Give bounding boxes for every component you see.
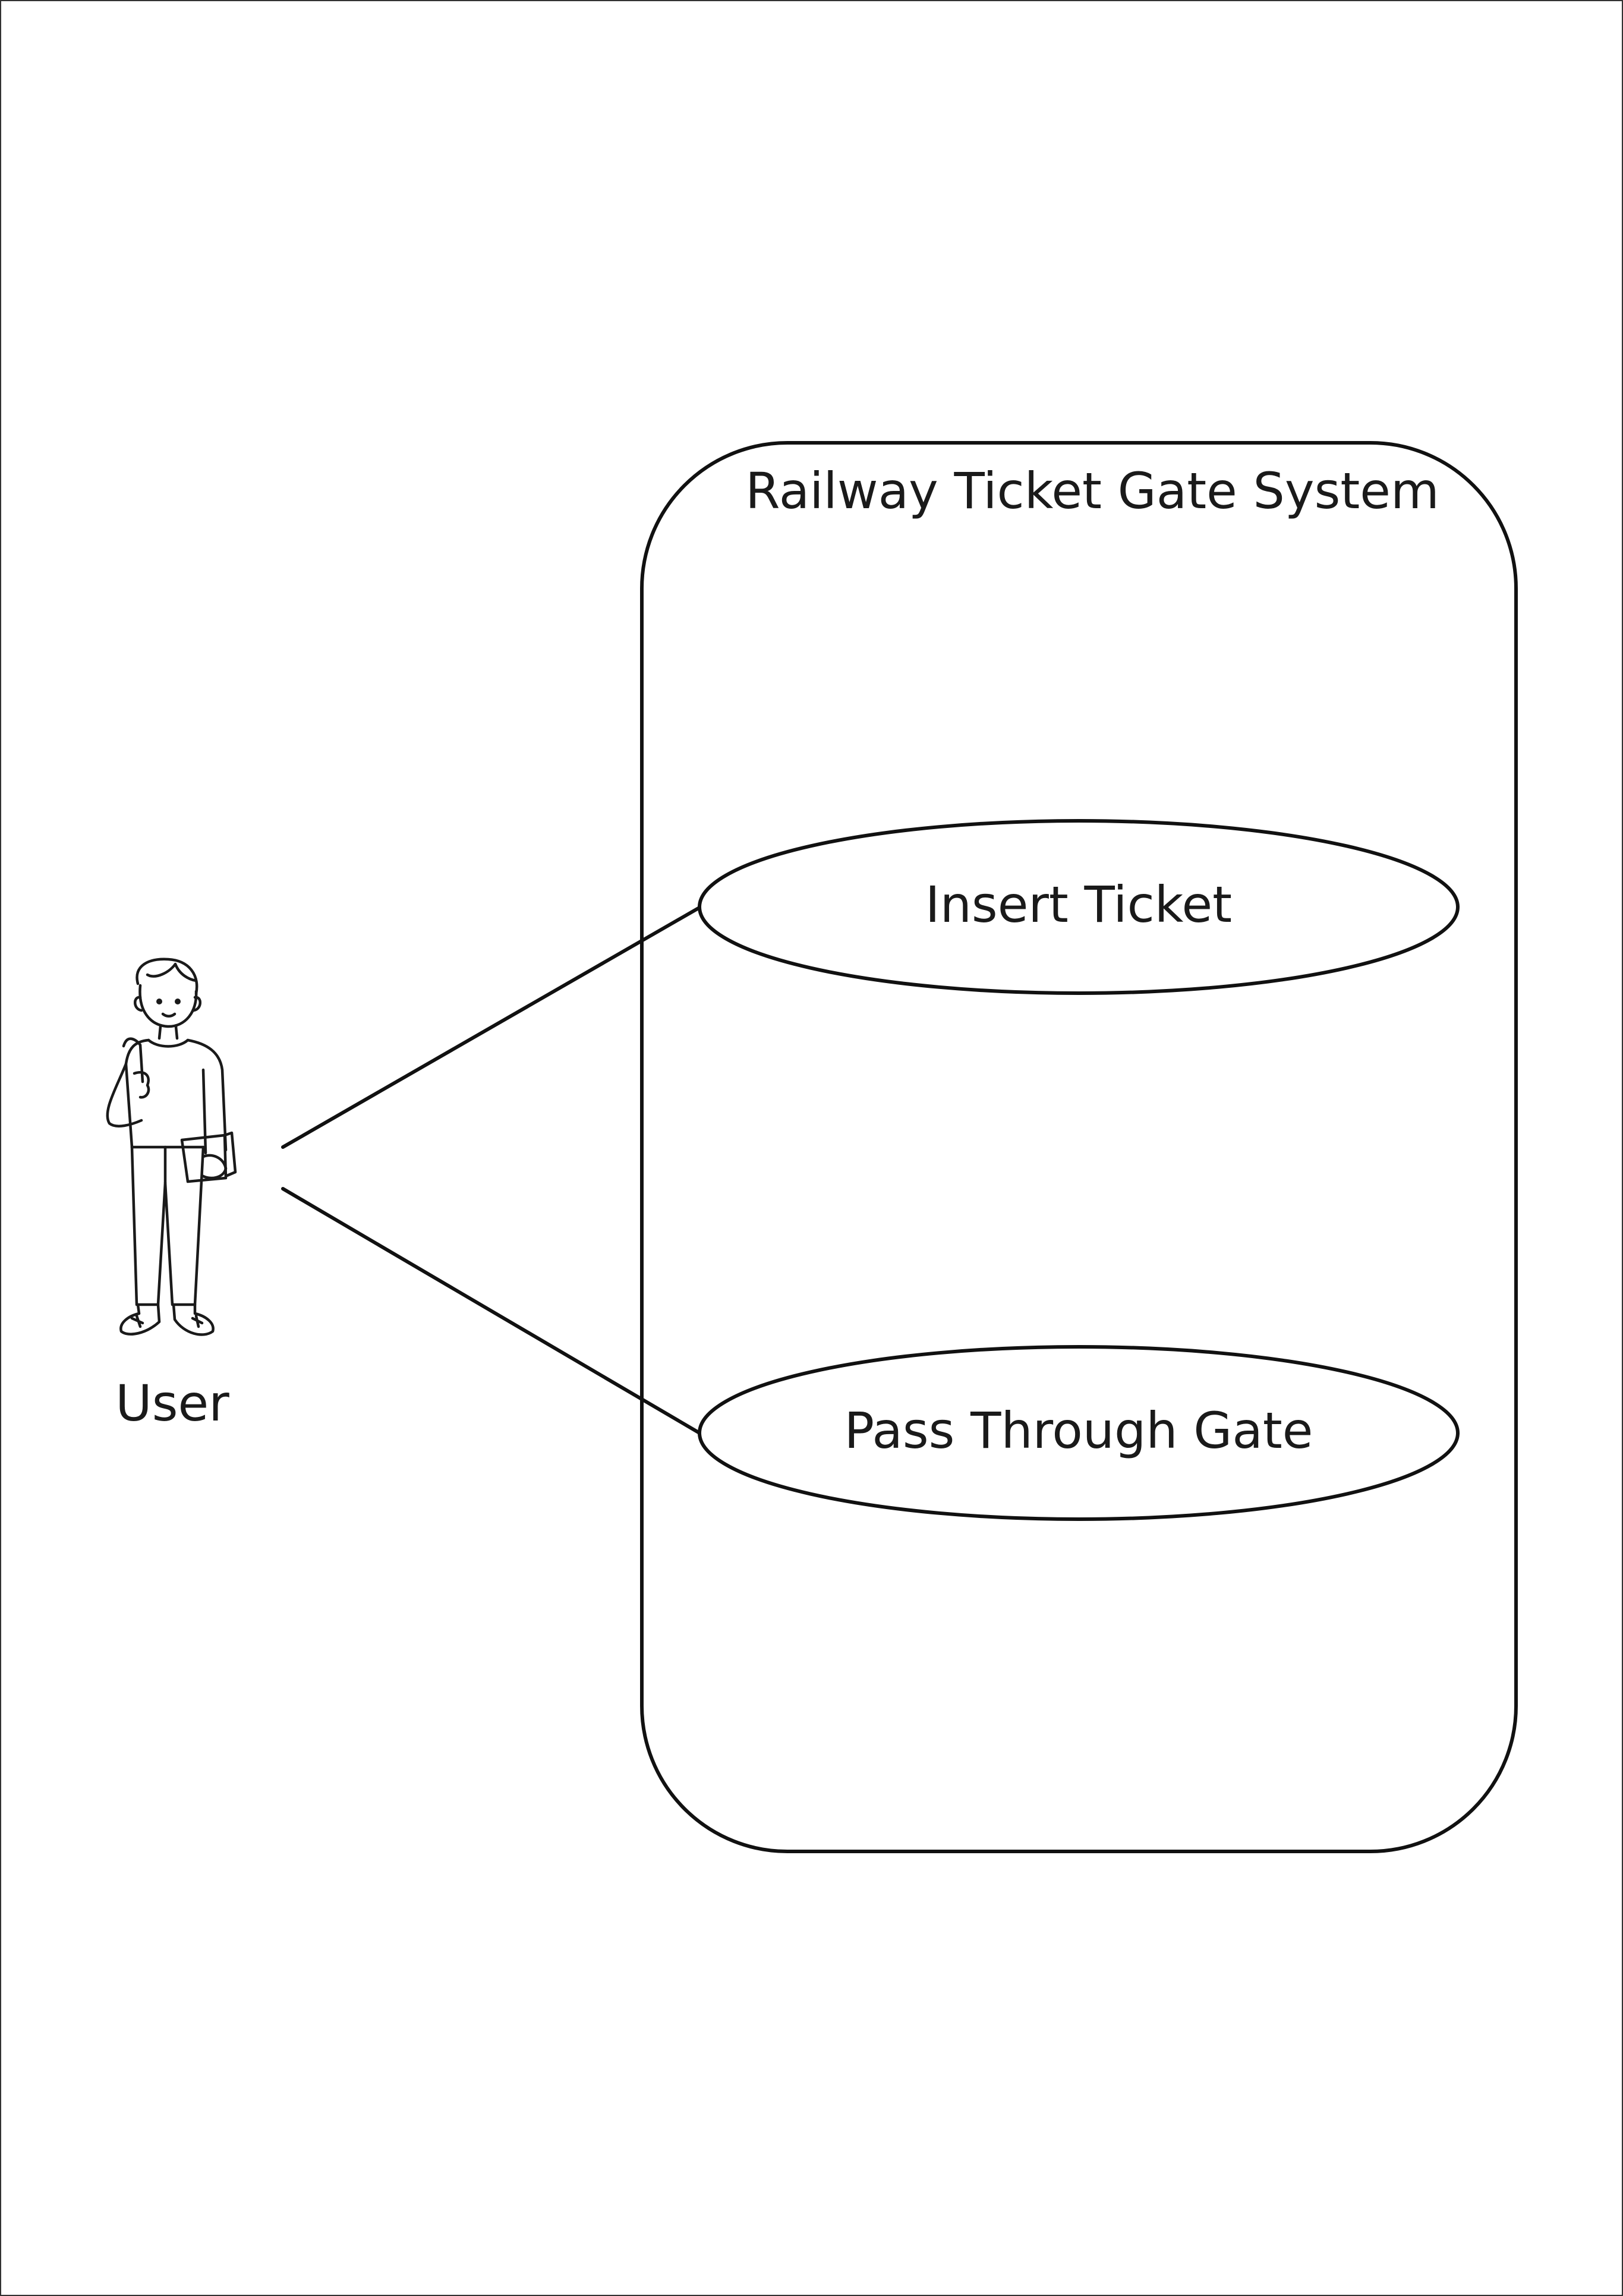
actor-user: User (106, 958, 237, 1432)
actor-label: User (115, 1374, 229, 1432)
use-case-ellipse (698, 1345, 1460, 1521)
association-pass-through-gate (281, 1187, 701, 1435)
use-case-ellipse (698, 819, 1460, 995)
use-case-label: Insert Ticket (925, 875, 1232, 934)
system-boundary-box (640, 441, 1518, 1853)
associations (281, 906, 701, 1435)
system-title: Railway Ticket Gate System (745, 462, 1439, 520)
use-case-label: Pass Through Gate (844, 1401, 1313, 1460)
system-boundary: Railway Ticket Gate System (640, 441, 1518, 1853)
use-case-pass-through-gate: Pass Through Gate (698, 1345, 1460, 1521)
association-insert-ticket (281, 906, 701, 1149)
person-holding-ticket-icon (106, 958, 237, 1336)
use-case-insert-ticket: Insert Ticket (698, 819, 1460, 995)
